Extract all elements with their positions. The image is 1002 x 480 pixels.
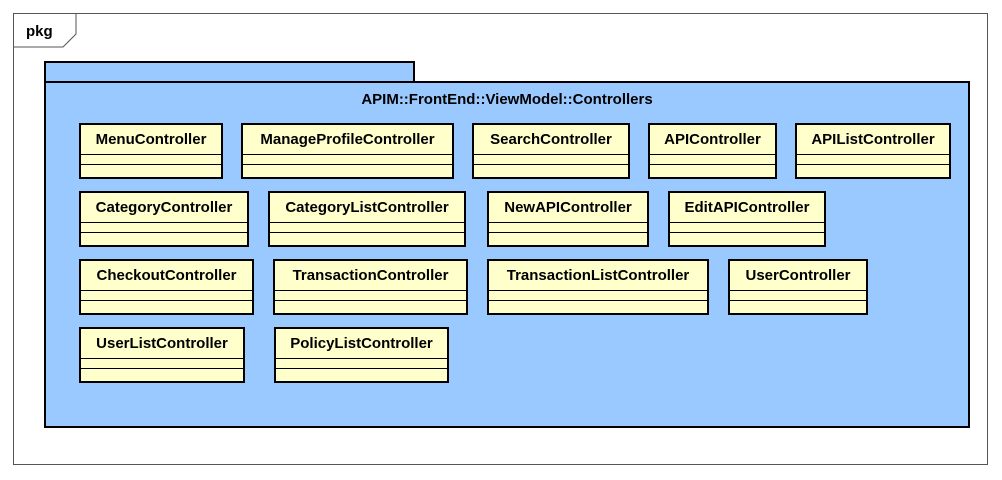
class-attributes-compartment [489,291,707,301]
class-name: UserController [730,261,866,291]
class-attributes-compartment [81,155,221,165]
class-name: ManageProfileController [243,125,452,155]
class-name: PolicyListController [276,329,447,359]
class-operations-compartment [81,301,252,311]
class-attributes-compartment [81,291,252,301]
class-name: CheckoutController [81,261,252,291]
class-name: TransactionListController [489,261,707,291]
class-attributes-compartment [489,223,647,233]
class-attributes-compartment [276,359,447,369]
class-attributes-compartment [474,155,628,165]
class-transaction-controller[interactable]: TransactionController [273,259,468,315]
class-operations-compartment [81,165,221,175]
class-checkout-controller[interactable]: CheckoutController [79,259,254,315]
class-name: CategoryController [81,193,247,223]
class-manage-profile-controller[interactable]: ManageProfileController [241,123,454,179]
class-name: CategoryListController [270,193,464,223]
class-operations-compartment [650,165,775,175]
package-name: APIM::FrontEnd::ViewModel::Controllers [361,91,653,108]
frame-tab: pkg [14,14,77,48]
class-attributes-compartment [670,223,824,233]
class-search-controller[interactable]: SearchController [472,123,630,179]
class-operations-compartment [797,165,949,175]
class-attributes-compartment [730,291,866,301]
class-operations-compartment [276,369,447,379]
class-attributes-compartment [275,291,466,301]
class-attributes-compartment [797,155,949,165]
class-new-api-controller[interactable]: NewAPIController [487,191,649,247]
class-category-controller[interactable]: CategoryController [79,191,249,247]
class-operations-compartment [489,233,647,243]
class-name: EditAPIController [670,193,824,223]
class-menu-controller[interactable]: MenuController [79,123,223,179]
class-attributes-compartment [270,223,464,233]
class-edit-api-controller[interactable]: EditAPIController [668,191,826,247]
class-category-list-controller[interactable]: CategoryListController [268,191,466,247]
class-operations-compartment [275,301,466,311]
class-api-controller[interactable]: APIController [648,123,777,179]
class-operations-compartment [730,301,866,311]
frame-label: pkg [26,23,53,40]
class-name: UserListController [81,329,243,359]
class-attributes-compartment [81,359,243,369]
package-tab[interactable] [44,61,415,83]
class-name: APIListController [797,125,949,155]
class-operations-compartment [81,233,247,243]
class-policy-list-controller[interactable]: PolicyListController [274,327,449,383]
class-user-controller[interactable]: UserController [728,259,868,315]
class-operations-compartment [243,165,452,175]
class-name: NewAPIController [489,193,647,223]
class-user-list-controller[interactable]: UserListController [79,327,245,383]
class-attributes-compartment [243,155,452,165]
class-name: APIController [650,125,775,155]
class-operations-compartment [489,301,707,311]
class-operations-compartment [670,233,824,243]
class-name: SearchController [474,125,628,155]
class-operations-compartment [270,233,464,243]
class-name: MenuController [81,125,221,155]
class-name: TransactionController [275,261,466,291]
class-operations-compartment [81,369,243,379]
class-api-list-controller[interactable]: APIListController [795,123,951,179]
class-transaction-list-controller[interactable]: TransactionListController [487,259,709,315]
class-attributes-compartment [81,223,247,233]
class-attributes-compartment [650,155,775,165]
class-operations-compartment [474,165,628,175]
